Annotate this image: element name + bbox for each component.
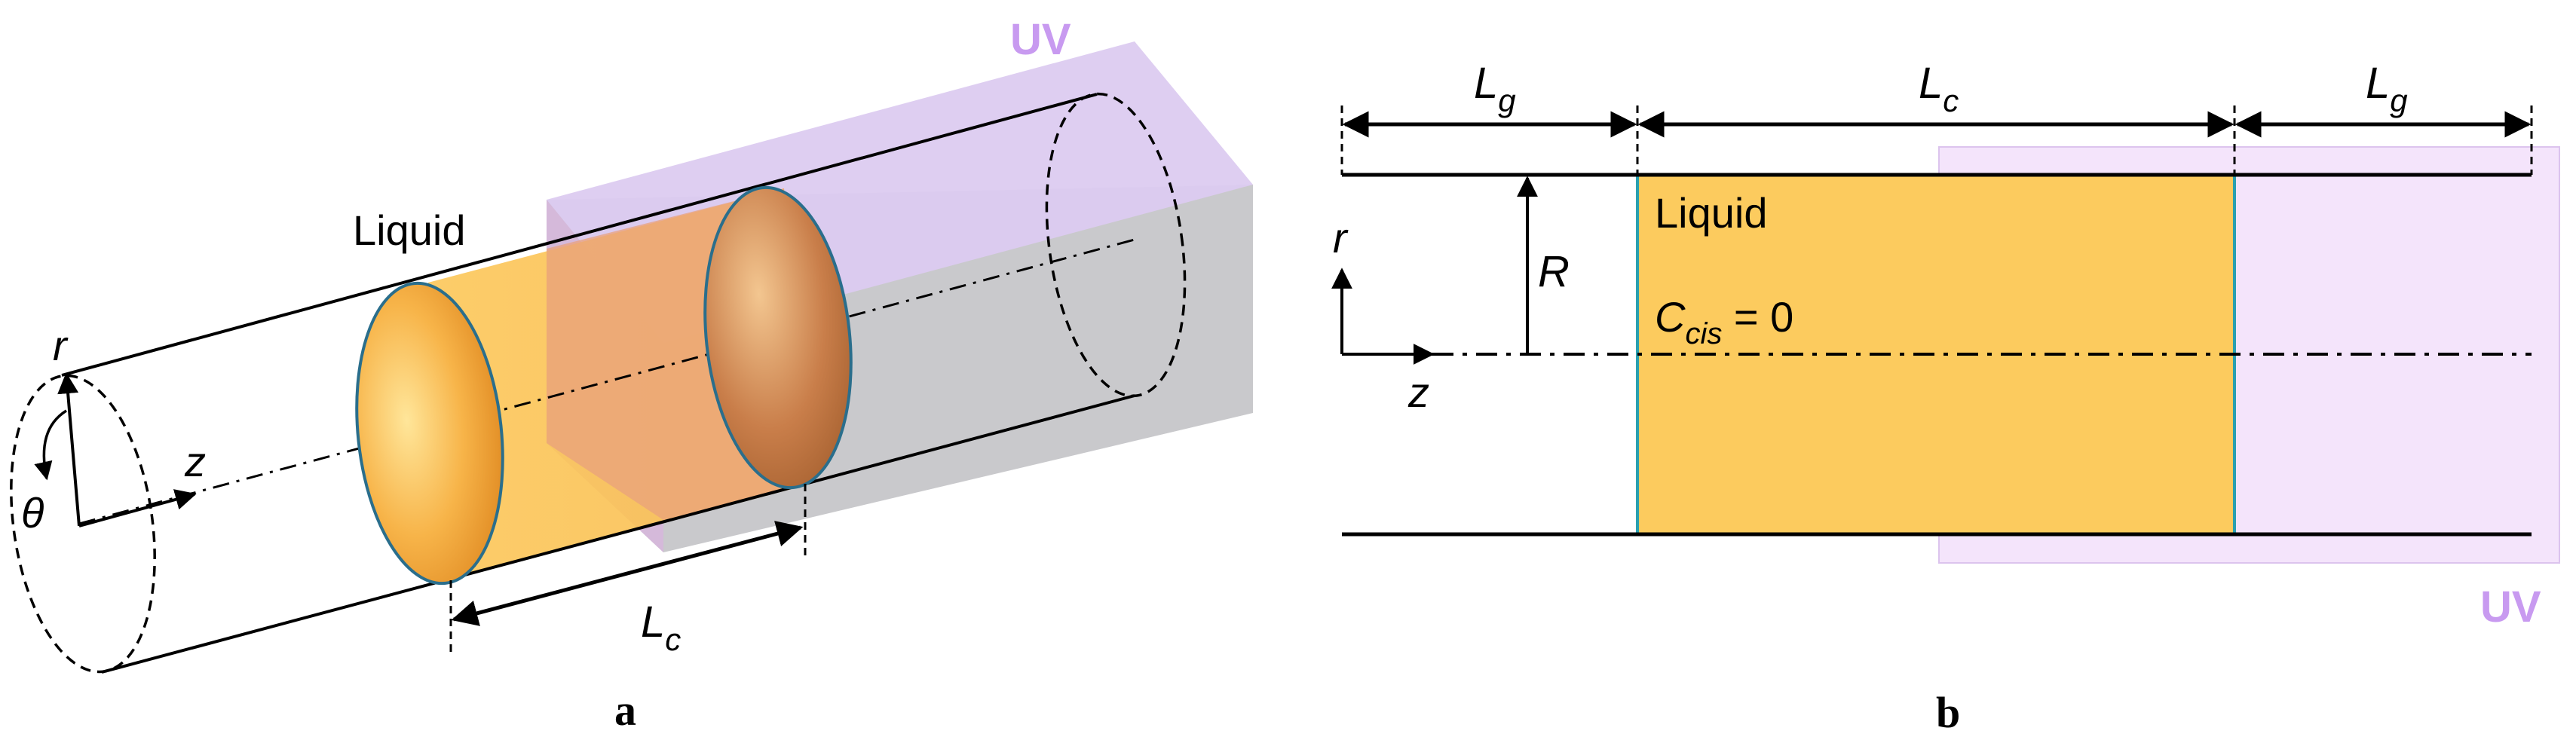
cylinder-right-end <box>1045 92 1187 398</box>
z-label-b: z <box>1407 368 1429 416</box>
r-label-b: r <box>1333 214 1349 261</box>
r-label-a: r <box>53 322 69 369</box>
lc-label-b: Lc <box>1919 59 1959 118</box>
cylinder-axis <box>78 238 1135 525</box>
theta-label-a: θ <box>21 489 44 537</box>
lg-left-label: Lg <box>1474 59 1516 118</box>
caption-a: a <box>614 686 636 735</box>
right-interface-disc <box>703 185 853 490</box>
uv-label-a: UV <box>1010 15 1071 64</box>
r-axis-arrow <box>57 372 81 527</box>
caption-b: b <box>1936 688 1960 737</box>
theta-arc-arrow <box>34 409 67 481</box>
panel-a: UV Liquid r z θ Lc a <box>10 15 1253 735</box>
R-label-b: R <box>1538 247 1570 296</box>
lc-dim-arrow <box>451 521 804 626</box>
left-interface-disc <box>355 281 504 586</box>
cylinder-left-end <box>10 374 156 674</box>
liquid-label-b: Liquid <box>1655 189 1767 237</box>
ccis-label-b: Ccis = 0 <box>1655 293 1793 350</box>
z-label-a: z <box>184 438 206 485</box>
lc-label-a: Lc <box>641 598 681 657</box>
lg-right-label: Lg <box>2366 59 2408 118</box>
panel-b: Lg Lc Lg Liquid r z R Ccis = 0 UV b <box>1331 59 2560 737</box>
uv-label-b: UV <box>2480 583 2541 631</box>
cylinder-top-edge <box>61 93 1098 377</box>
z-axis-arrow <box>78 489 197 527</box>
liquid-label-a: Liquid <box>353 206 465 254</box>
